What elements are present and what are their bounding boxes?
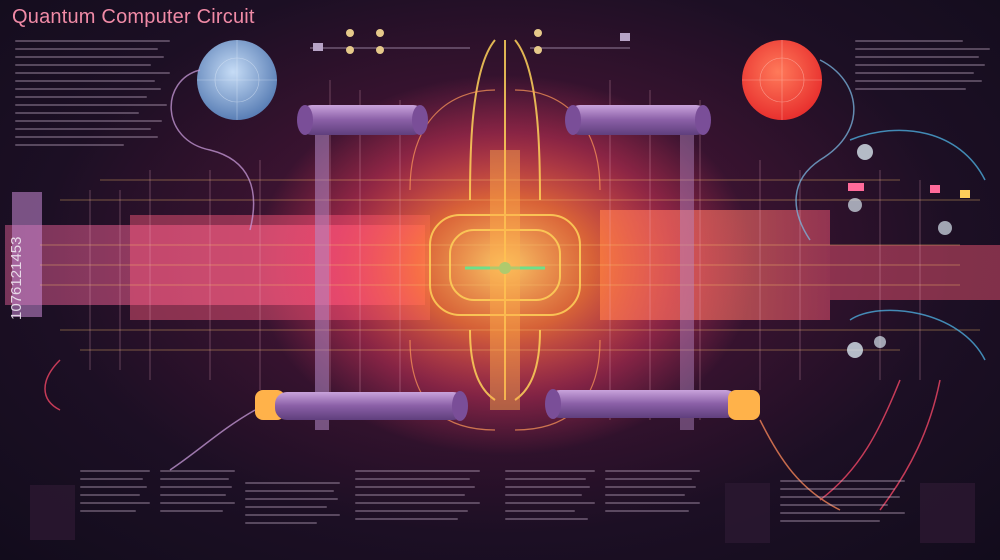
text-block-bottom-2 — [160, 470, 235, 512]
text-block-bottom-4 — [355, 470, 480, 520]
text-block-right — [855, 40, 990, 90]
pipe-right — [680, 110, 694, 430]
vertical-wires — [89, 80, 921, 420]
right-nodes — [847, 144, 970, 358]
outer-wires — [44, 59, 986, 511]
pipe-center — [490, 150, 520, 410]
qubit-disk-red — [742, 40, 822, 120]
pipe-left — [315, 110, 329, 430]
page-title: Quantum Computer Circuit — [12, 6, 255, 28]
band-right-tail — [830, 245, 1000, 300]
text-block-bottom-6 — [605, 470, 700, 512]
text-block-left — [15, 40, 170, 146]
panel-bottom-right — [725, 483, 975, 543]
capsule-bottom-right — [545, 389, 760, 420]
top-connectors — [310, 29, 630, 54]
panel-bottom-left — [30, 485, 75, 540]
text-block-bottom-1 — [80, 470, 150, 512]
core-node — [499, 262, 511, 274]
stock-id-watermark: 1076121453 — [8, 236, 25, 320]
text-block-bottom-5 — [505, 470, 595, 520]
text-block-bottom-7 — [780, 480, 905, 522]
capsule-top-left — [297, 105, 428, 135]
capsule-bottom-left — [255, 390, 468, 421]
qubit-disk-blue — [197, 40, 277, 120]
text-block-bottom-3 — [245, 482, 340, 524]
left-port — [12, 192, 42, 317]
core-loops — [429, 39, 581, 401]
capsule-top-right — [565, 105, 711, 135]
